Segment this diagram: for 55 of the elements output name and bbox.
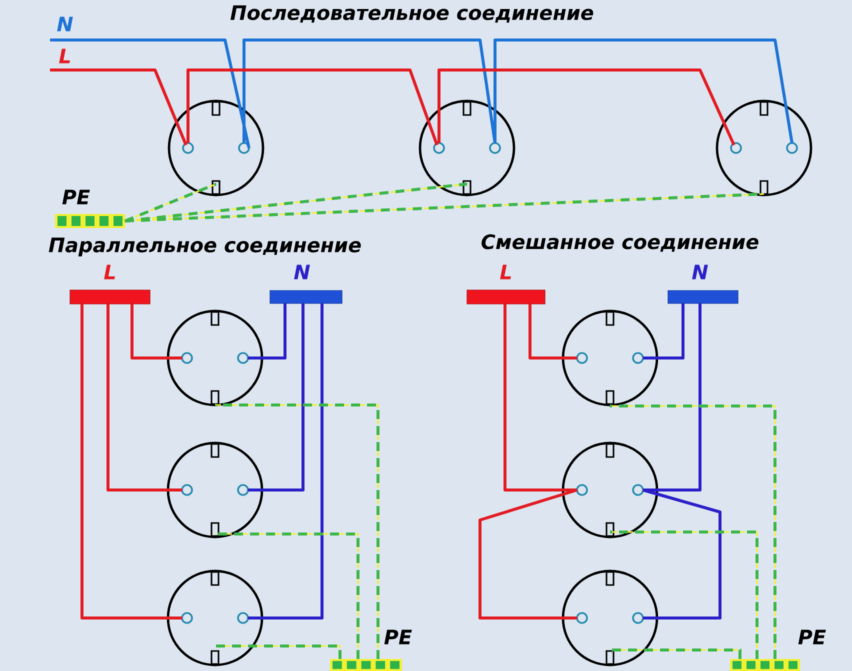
wire [186, 68, 438, 146]
terminal-block: PE [330, 630, 412, 671]
wire [124, 192, 764, 222]
wire [130, 304, 182, 360]
node-label: PE [798, 630, 826, 644]
wire-label: L [59, 48, 70, 64]
wire [610, 404, 776, 659]
bus-bar: N [270, 264, 342, 304]
wire [50, 68, 188, 146]
terminal-block: PE [730, 630, 826, 671]
socket-drawing [562, 442, 658, 538]
section-heading: Последовательное соединение [230, 5, 594, 23]
wire [215, 644, 342, 659]
socket-drawing [166, 570, 264, 666]
node-label: PE [62, 190, 90, 204]
wire [50, 38, 250, 148]
section-heading: Смешанное соединение [482, 234, 758, 252]
section-heading: Параллельное соединение [48, 238, 361, 256]
socket-drawing [716, 100, 812, 196]
wire [494, 38, 794, 144]
wire [215, 404, 380, 659]
wire [248, 304, 324, 620]
wire [242, 38, 496, 144]
wire [610, 648, 742, 659]
wire [215, 532, 360, 659]
wire [248, 304, 286, 360]
socket-drawing [562, 570, 658, 666]
node-label: N [692, 264, 708, 280]
bus-bar: L [466, 264, 546, 304]
wire [106, 304, 182, 492]
socket-drawing [166, 310, 264, 406]
wire [642, 488, 722, 620]
node-label: N [294, 264, 310, 280]
wire [643, 304, 684, 360]
socket-drawing [418, 100, 516, 196]
node-label: PE [384, 630, 412, 644]
socket-drawing [562, 310, 658, 406]
terminal-block: PE [55, 190, 125, 228]
wire [528, 304, 577, 360]
wire [80, 304, 182, 620]
node-label: L [500, 264, 511, 280]
wire [643, 304, 702, 492]
wire [504, 304, 577, 492]
wire [124, 182, 468, 222]
bus-bar: N [668, 264, 738, 304]
wire [610, 530, 758, 659]
node-label: L [104, 264, 115, 280]
wire [438, 68, 736, 146]
wire [478, 488, 578, 620]
bus-bar: L [70, 264, 150, 304]
wire-label: N [57, 16, 73, 32]
socket-drawing [166, 442, 264, 538]
socket-drawing [168, 100, 264, 196]
wire [124, 182, 217, 222]
wire [248, 304, 304, 492]
